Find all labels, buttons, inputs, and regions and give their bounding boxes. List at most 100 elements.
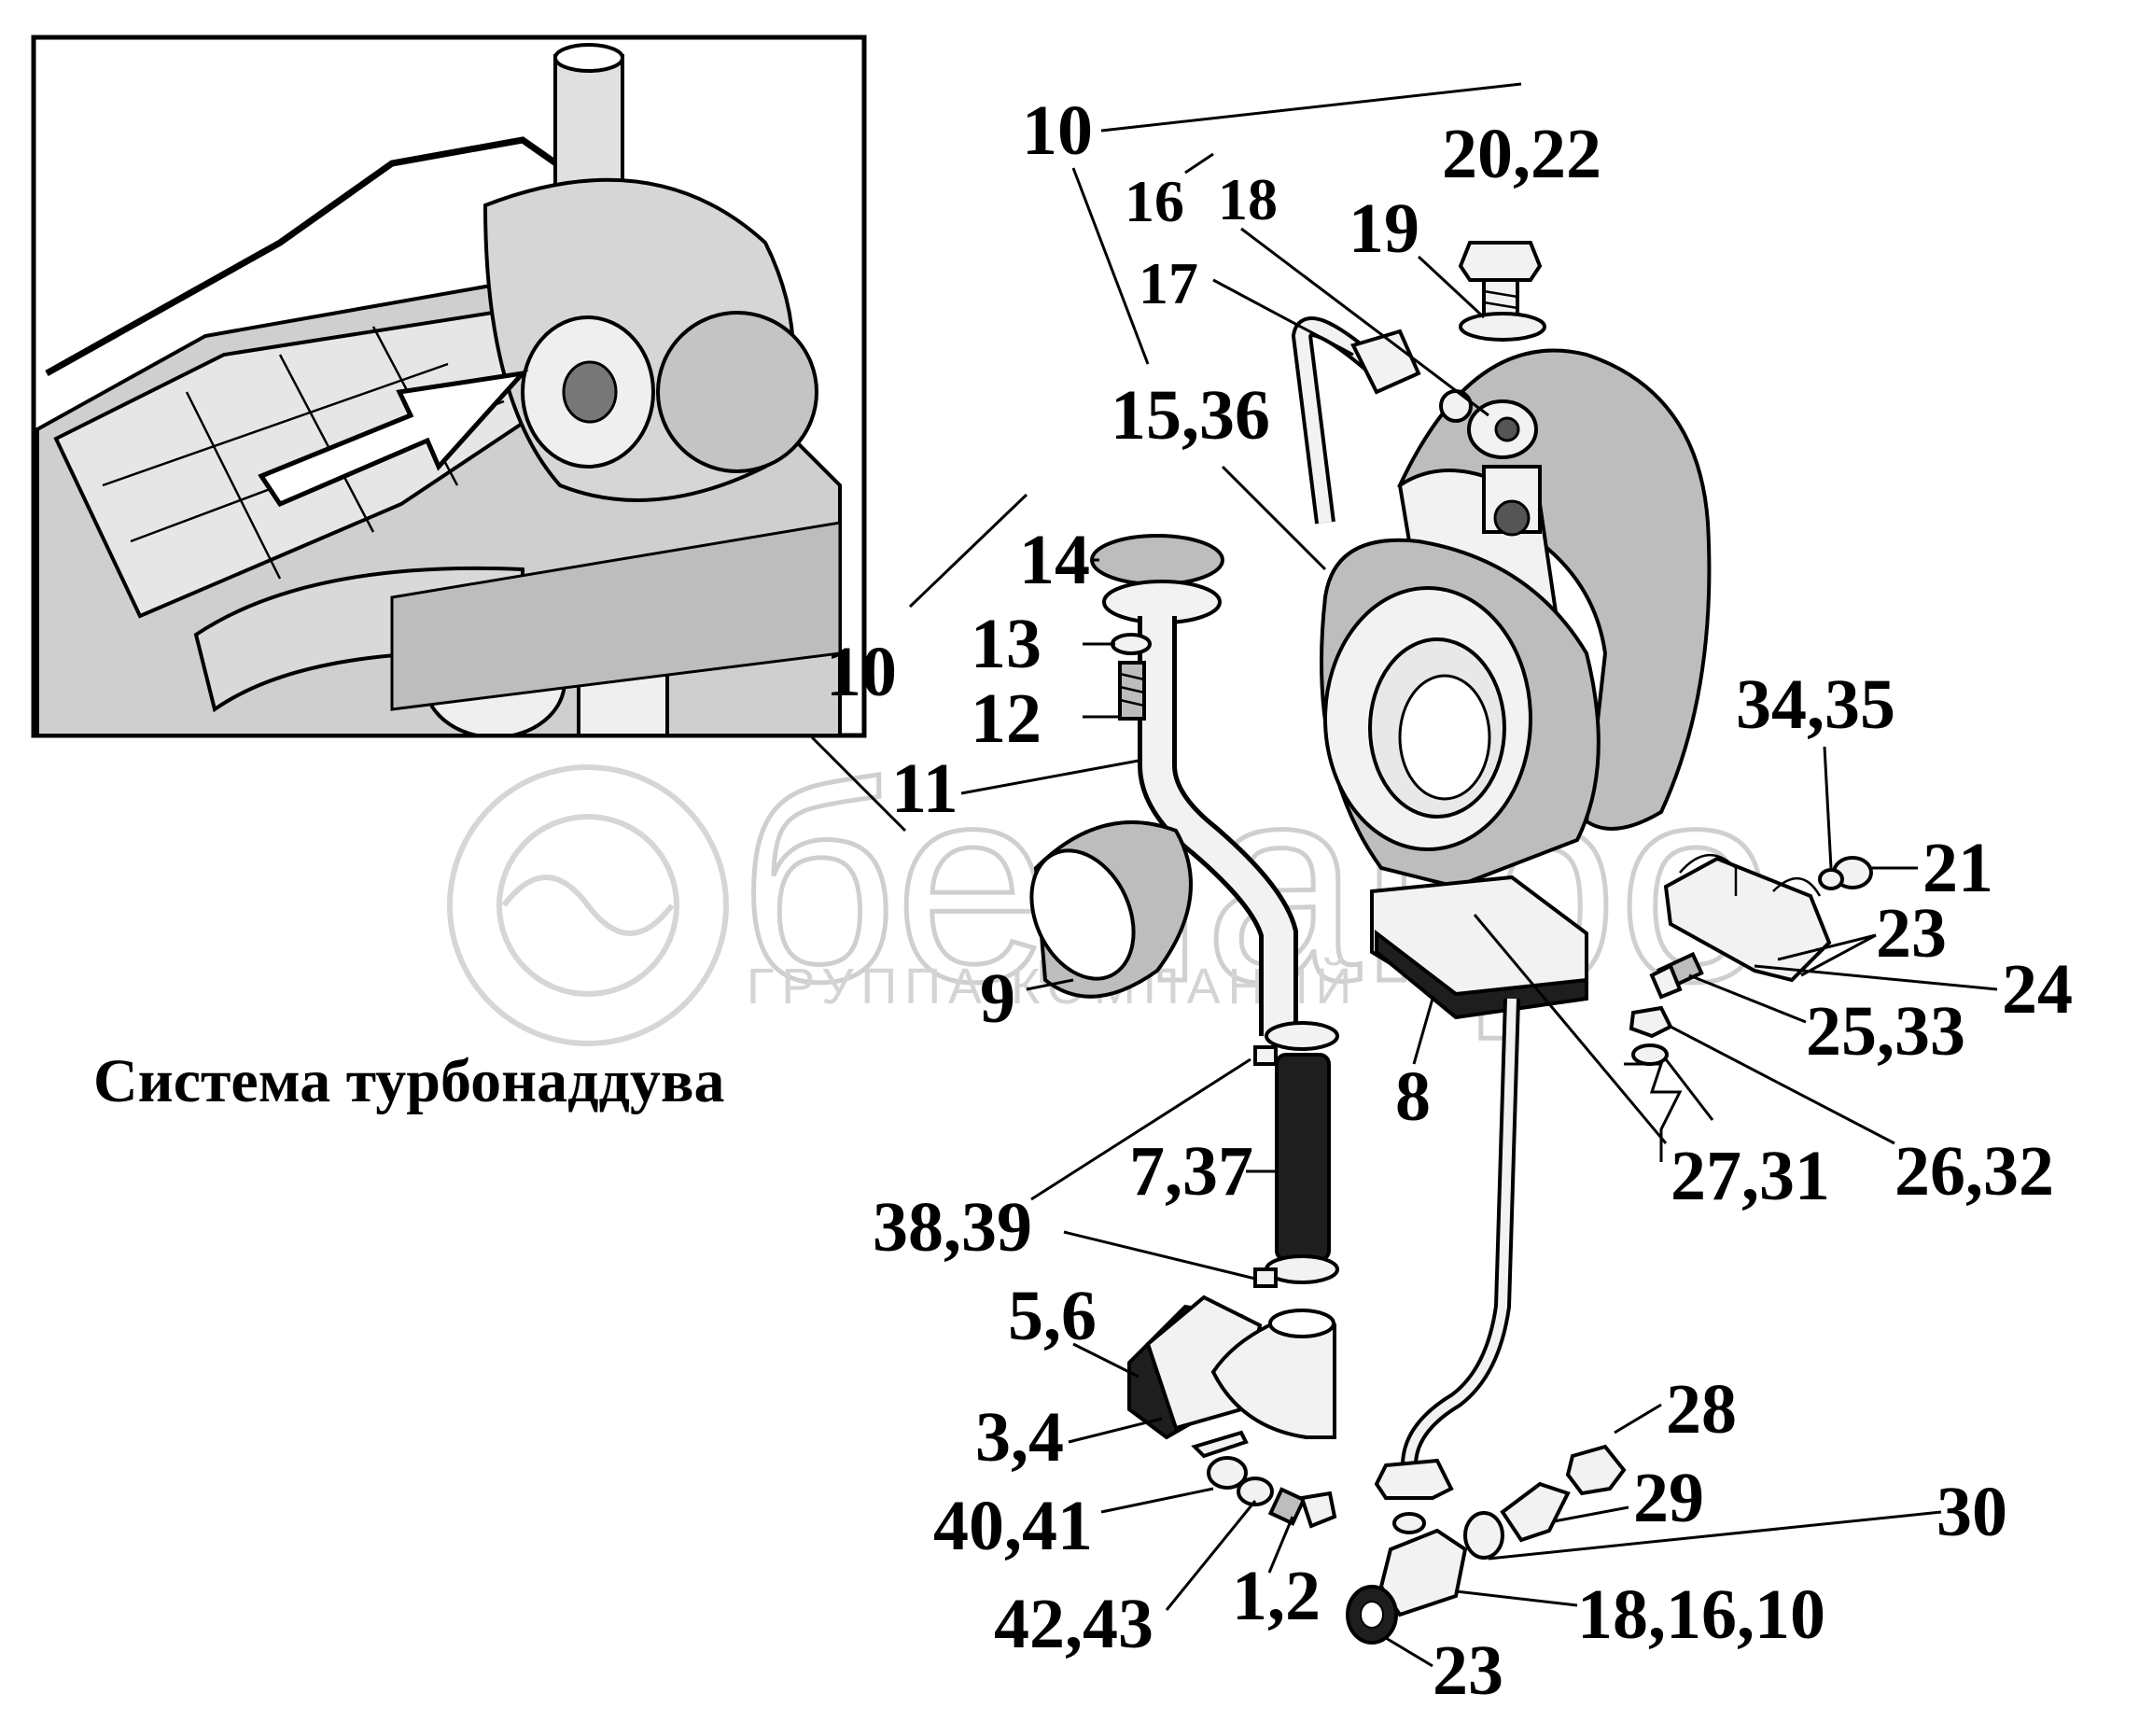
diagram-title: Система турбонаддува <box>93 1047 725 1115</box>
bolt-25-head <box>1649 963 1683 1000</box>
inset-arrow <box>258 370 529 508</box>
callout-labels: 10 20,22 16 18 19 17 15,36 14 13 10 12 1… <box>826 91 2073 1710</box>
lead-24 <box>1754 964 1998 991</box>
callout-5-6: 5,6 <box>1008 1277 1097 1355</box>
top-bolt-assembly <box>1458 241 1546 342</box>
lead-23-right-b <box>1800 933 1877 977</box>
oil-inlet-hole <box>1493 499 1531 537</box>
lead-18 <box>1240 227 1489 417</box>
oil-return-pipe-inner <box>1405 998 1517 1466</box>
oil-feed-pipe <box>1291 316 1421 525</box>
tee-top-stub <box>1392 1512 1426 1534</box>
lead-10-top-2 <box>1071 167 1150 365</box>
bracket-clip-2 <box>1772 876 1822 897</box>
callout-20-22: 20,22 <box>1442 115 1601 193</box>
callout-11: 11 <box>891 749 958 828</box>
washer-27 <box>1631 1043 1669 1066</box>
lead-1-2 <box>1267 1516 1294 1574</box>
bolt-1-head <box>1299 1491 1337 1529</box>
drain-hose-assembly <box>1253 1021 1339 1288</box>
callout-9: 9 <box>980 959 1015 1038</box>
inset-turbo-wheel <box>656 311 818 473</box>
union-nut-17 <box>1350 329 1421 395</box>
drain-pipe-inner <box>1142 616 1293 1036</box>
lead-10-top <box>1100 82 1522 133</box>
callout-23-bottom: 23 <box>1433 1631 1503 1710</box>
watermark-logo-ring <box>447 764 729 1046</box>
adapter-29 <box>1500 1481 1571 1543</box>
lead-34-35 <box>1823 746 1833 869</box>
lead-29 <box>1553 1505 1629 1523</box>
drain-stud-thread <box>1119 672 1145 707</box>
callout-30: 30 <box>1936 1473 2007 1551</box>
washer-42 <box>1237 1477 1274 1506</box>
bottom-fitting-assembly <box>1346 1444 1627 1645</box>
callout-15-36: 15,36 <box>1111 376 1270 455</box>
connecting-sleeve <box>1029 820 1193 999</box>
oil-return-pipe <box>1374 998 1520 1500</box>
bolt-head-20 <box>1458 241 1543 282</box>
callout-27-31: 27,31 <box>1671 1137 1830 1215</box>
callout-18-16-10: 18,16,10 <box>1577 1575 1825 1654</box>
oil-return-union-nut <box>1374 1458 1454 1500</box>
lead-40-41 <box>1100 1487 1214 1514</box>
elbow-top-opening <box>1268 1309 1335 1338</box>
elbow-pipe <box>1210 1323 1336 1439</box>
callout-1-2: 1,2 <box>1232 1557 1321 1635</box>
callout-24: 24 <box>2002 950 2073 1029</box>
callout-12: 12 <box>971 679 1042 758</box>
exhaust-stack-top <box>553 43 624 73</box>
callout-10-top: 10 <box>1022 91 1093 170</box>
callout-42-43: 42,43 <box>994 1585 1153 1663</box>
banjo-washer-16 <box>1439 389 1473 423</box>
lead-18-16-10 <box>1455 1589 1578 1607</box>
callout-29: 29 <box>1633 1459 1704 1537</box>
bolt-1-shank <box>1267 1487 1307 1526</box>
nut-26 <box>1629 1005 1673 1039</box>
drain-gasket-14 <box>1090 534 1224 586</box>
bracket-clip <box>1679 853 1738 896</box>
lead-8 <box>1412 998 1434 1065</box>
callout-18: 18 <box>1218 166 1278 232</box>
lead-38-39-a <box>1030 1057 1251 1201</box>
lead-25-33 <box>1688 973 1807 1024</box>
lead-19 <box>1417 255 1486 319</box>
washer-30 <box>1463 1511 1504 1560</box>
banjo-fitting-hole <box>1494 416 1520 442</box>
lead-27-31-b <box>1473 914 1668 1144</box>
leader-lines <box>810 82 1998 1668</box>
callout-38-39: 38,39 <box>873 1188 1032 1267</box>
callout-40-41: 40,41 <box>933 1487 1093 1565</box>
hose-7 <box>1275 1053 1331 1262</box>
clamp-38-top <box>1265 1021 1339 1051</box>
washer-34 <box>1818 868 1844 890</box>
lead-28 <box>1614 1403 1662 1435</box>
callout-8: 8 <box>1395 1057 1431 1136</box>
callout-21: 21 <box>1922 829 1993 907</box>
clamp-38-ear <box>1253 1045 1278 1066</box>
lead-17 <box>1212 278 1354 357</box>
washer-40 <box>1207 1456 1248 1490</box>
washer-23-hole <box>1360 1601 1384 1629</box>
lead-15-36 <box>1221 465 1327 571</box>
lead-26-32 <box>1670 1025 1895 1145</box>
lead-9 <box>1026 978 1074 991</box>
callout-34-35: 34,35 <box>1736 665 1895 744</box>
lead-38-39-b <box>1063 1230 1256 1281</box>
callout-19: 19 <box>1349 189 1419 268</box>
bracket-assembly <box>1629 853 1873 1066</box>
sleeve-9-opening <box>1029 848 1136 981</box>
engine-grill <box>390 521 842 711</box>
clamp-39-ear <box>1253 1267 1278 1288</box>
callout-26-32: 26,32 <box>1894 1132 2054 1211</box>
callout-25-33: 25,33 <box>1806 992 1965 1071</box>
lead-zig <box>1624 1062 1683 1162</box>
compressor-inlet-inner <box>1398 674 1491 801</box>
turbocharger <box>1320 348 1712 1020</box>
engine-inset <box>31 35 867 738</box>
drain-ring-13 <box>1111 633 1152 655</box>
watermark-logo-inner <box>496 814 679 997</box>
lead-23-bottom <box>1385 1636 1433 1668</box>
elbow-bolt-assembly <box>1207 1456 1337 1529</box>
